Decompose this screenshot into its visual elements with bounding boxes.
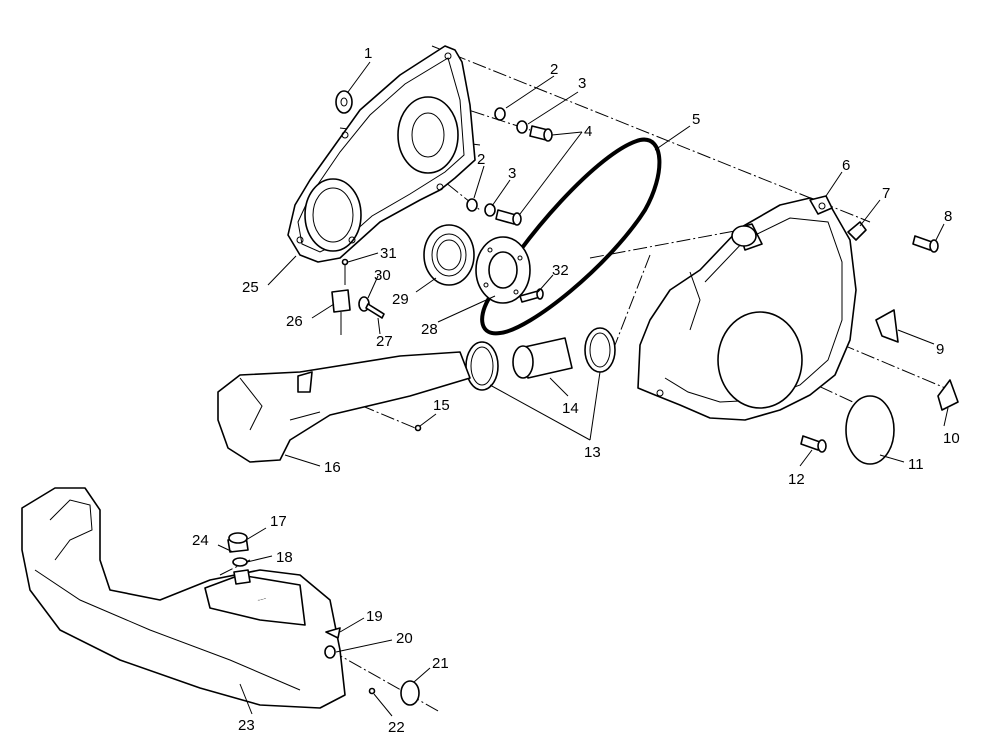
- callout-5: 5: [692, 111, 700, 128]
- part-10-decal: [937, 379, 959, 411]
- upper-fastener-set: [494, 107, 553, 142]
- part-12-screw: [800, 435, 827, 453]
- callout-16: 16: [324, 459, 341, 476]
- part-29-seal: [423, 224, 475, 286]
- callout-10: 10: [943, 430, 960, 447]
- callout-28: 28: [421, 321, 438, 338]
- duct-imprint-text: ~~~: [257, 596, 267, 604]
- lower-fastener-set: [466, 198, 522, 226]
- callout-18: 18: [276, 549, 293, 566]
- inner-cover-plate: [287, 45, 476, 263]
- callout-11: 11: [908, 456, 924, 473]
- duct-fasteners: [324, 627, 420, 706]
- intake-duct: [217, 351, 471, 463]
- callout-17: 17: [270, 513, 287, 530]
- callout-7: 7: [882, 185, 890, 202]
- callout-13: 13: [584, 444, 601, 461]
- callout-3-upper: 3: [578, 75, 586, 92]
- part-1-washer: [335, 90, 353, 114]
- cap-assembly: [227, 532, 251, 585]
- callout-29: 29: [392, 291, 409, 308]
- callout-31: 31: [380, 245, 397, 262]
- callout-6: 6: [842, 157, 850, 174]
- callout-4: 4: [584, 123, 592, 140]
- callout-2-upper: 2: [550, 61, 558, 78]
- part-9-decal: [875, 309, 899, 343]
- callout-22: 22: [388, 719, 405, 736]
- callout-23: 23: [238, 717, 255, 734]
- callout-20: 20: [396, 630, 413, 647]
- part-8-screw: [912, 235, 939, 253]
- callout-1: 1: [364, 45, 372, 62]
- part-28-plate: [475, 236, 531, 304]
- callout-26: 26: [286, 313, 303, 330]
- callout-2-lower: 2: [477, 151, 485, 168]
- callout-32: 32: [552, 262, 569, 279]
- part-11-gasket: [845, 395, 895, 465]
- callout-25: 25: [242, 279, 259, 296]
- exhaust-duct: ~~~: [21, 487, 346, 709]
- callout-labels: 1 2 3 4 5 6 7 8 9 10 11 12 13 14 15 16 1…: [192, 45, 960, 736]
- duct-clamps-and-coupler: [465, 327, 616, 391]
- callout-9: 9: [936, 341, 944, 358]
- part-7-clip: [847, 221, 867, 241]
- callout-14: 14: [562, 400, 579, 417]
- callout-24: 24: [192, 532, 209, 549]
- callout-12: 12: [788, 471, 805, 488]
- drive-belt: [480, 137, 662, 336]
- callout-15: 15: [433, 397, 450, 414]
- bracket-assembly: [331, 258, 385, 335]
- callout-8: 8: [944, 208, 952, 225]
- callout-27: 27: [376, 333, 393, 350]
- callout-30: 30: [374, 267, 391, 284]
- callout-21: 21: [432, 655, 449, 672]
- callout-3-lower: 3: [508, 165, 516, 182]
- callout-19: 19: [366, 608, 383, 625]
- leader-lines: [217, 61, 949, 717]
- outer-clutch-cover: [637, 195, 857, 421]
